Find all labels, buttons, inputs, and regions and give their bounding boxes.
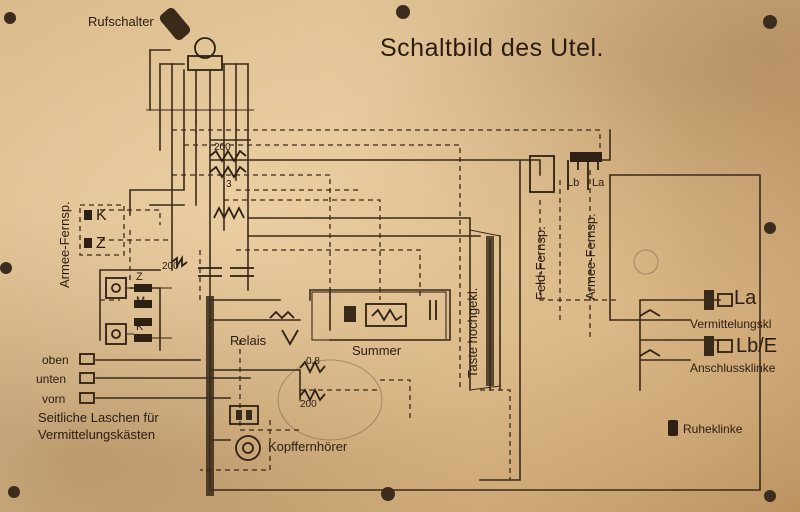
label-unten: unten	[36, 372, 67, 386]
summer-box	[311, 291, 447, 341]
terminal-strip	[206, 296, 214, 496]
screw-top-left	[4, 12, 16, 24]
label-r200-mid: 200	[162, 261, 179, 272]
kopffernhoerer-symbol	[229, 405, 261, 461]
screw-bottom-center	[381, 487, 395, 501]
rufschalter-switch	[146, 8, 254, 111]
label-taste: Taste hochgekl.	[465, 287, 480, 378]
top-right-jacks	[529, 152, 602, 193]
label-vorn: vorn	[42, 392, 66, 406]
label-r3: 3	[226, 179, 232, 190]
dashed-wiring	[100, 120, 620, 480]
label-la: La	[734, 287, 757, 309]
right-jacks	[639, 290, 733, 357]
label-oben: oben	[42, 353, 69, 367]
diagram-title: Schaltbild des Utel.	[380, 34, 605, 62]
label-lb-e: Lb/E	[736, 335, 778, 357]
screw-mid-right	[764, 222, 776, 234]
ruheklinke-symbol	[668, 420, 678, 436]
capacitors	[198, 267, 437, 320]
label-armee-fernsp-left: Armee-Fernsp.	[57, 201, 72, 288]
relay-block	[105, 277, 172, 345]
label-seitliche-laschen: Seitliche Laschen für	[38, 410, 159, 425]
label-r200-top: 200	[214, 142, 231, 153]
label-vermittelungskaesten: Vermittelungskästen	[38, 427, 156, 442]
laschen-terminals	[79, 353, 95, 404]
label-r200-low: 200	[300, 399, 317, 410]
label-feld-fernsp: Feld-Fernsp.	[533, 226, 548, 300]
label-ruheklinke: Ruheklinke	[683, 422, 743, 436]
label-anschlussklinke: Anschlussklinke	[690, 361, 776, 375]
label-k: K	[96, 207, 107, 224]
label-kopffernhoerer: Kopffernhörer	[268, 439, 348, 454]
label-m-small: M	[136, 295, 146, 307]
label-vermittelungskl: Vermittelungskl	[690, 317, 772, 331]
label-z: Z	[96, 235, 106, 252]
label-r08: 0,8	[306, 356, 320, 367]
stain-small	[633, 249, 659, 275]
label-k-small: K	[136, 321, 144, 333]
stain	[277, 359, 383, 441]
label-lb-top: Lb	[567, 177, 580, 189]
label-armee-fernsp-right: Armee-Fernsp.	[583, 213, 598, 300]
screw-bottom-left	[8, 486, 20, 498]
screw-top-center	[396, 5, 410, 19]
screw-mid-left	[0, 262, 12, 274]
k-z-keys	[79, 204, 125, 256]
screw-bottom-right	[764, 490, 776, 502]
resistors	[171, 149, 326, 403]
taste-bar	[469, 229, 501, 391]
relais-coil	[269, 310, 299, 346]
main-wiring	[95, 109, 761, 491]
label-relais: Relais	[230, 333, 267, 348]
label-z-small: Z	[136, 271, 143, 283]
label-summer: Summer	[352, 343, 402, 358]
label-la-top: La	[592, 177, 605, 189]
label-rufschalter: Rufschalter	[88, 14, 154, 29]
screw-top-right	[763, 15, 777, 29]
